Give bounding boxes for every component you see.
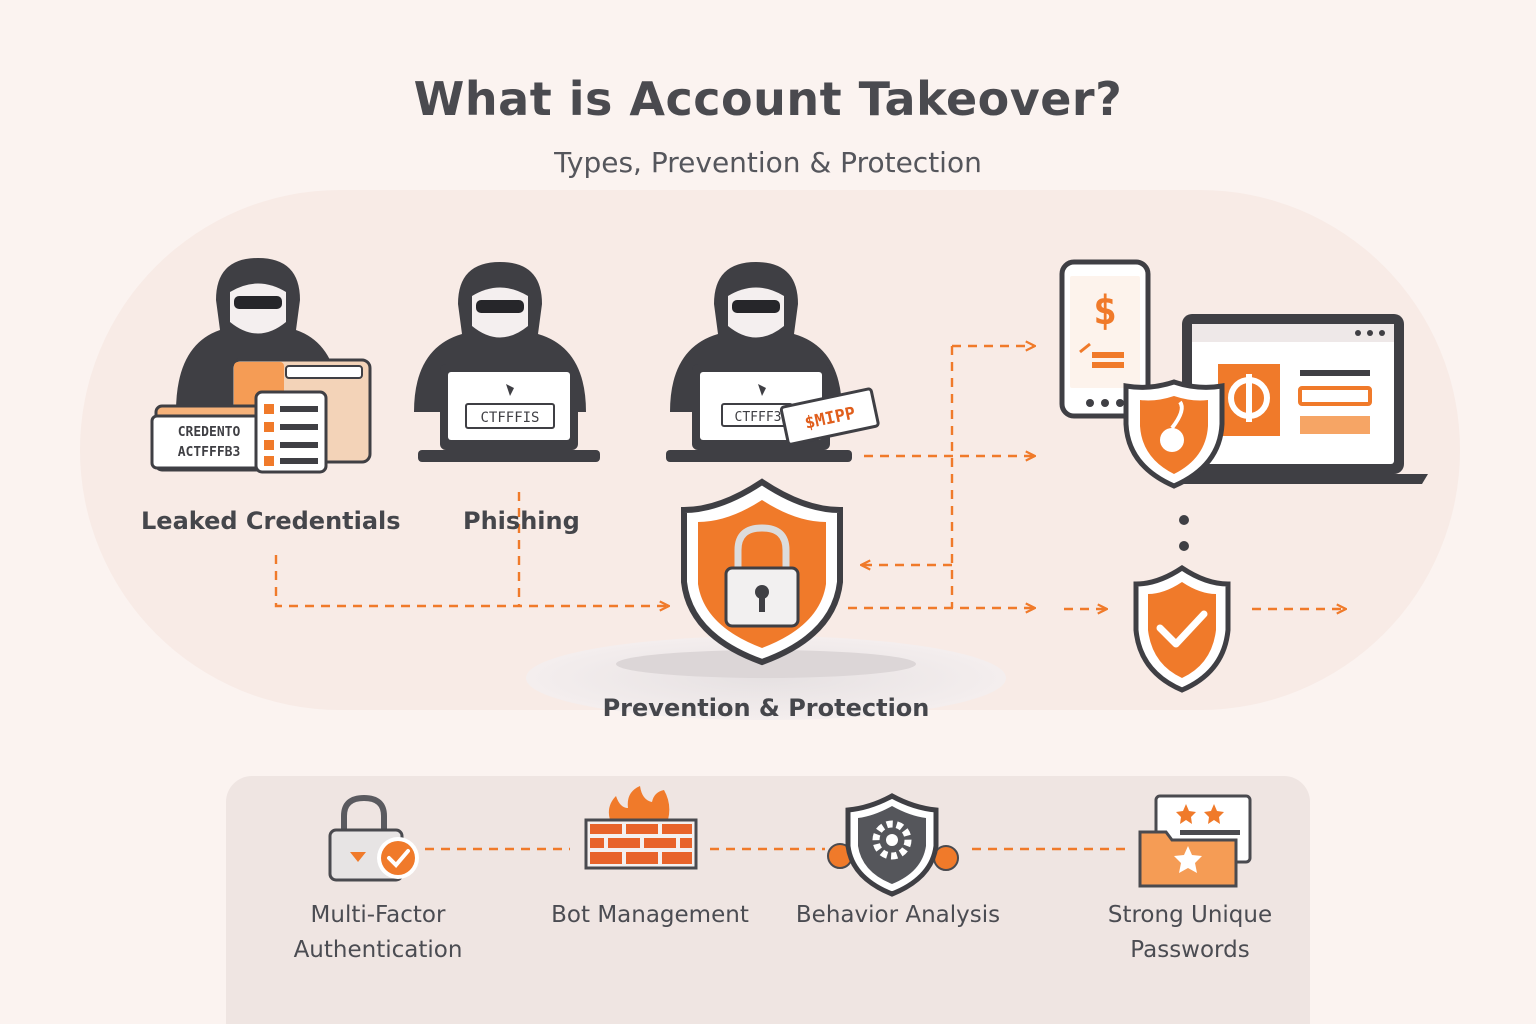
laptop-device [1168, 314, 1428, 484]
label-phishing: Phishing [463, 507, 580, 535]
prevention-methods-panel [226, 776, 1310, 1024]
method-behavior-label: Behavior Analysis [780, 898, 1016, 933]
hacker3-screen-text: CTFFF3 [735, 410, 782, 425]
method-mfa-label: Multi-Factor Authentication [268, 898, 488, 968]
method-mfa-line1: Multi-Factor [310, 902, 446, 928]
behavior-shield-gear-icon [827, 793, 959, 897]
password-folder-icon [1138, 794, 1252, 888]
phishing-screen-text: CTFFFIS [480, 410, 539, 426]
phone-dollar-symbol: $ [1093, 288, 1117, 334]
verified-check-shield [1133, 564, 1231, 693]
method-mfa-line2: Authentication [293, 937, 463, 963]
method-passwords-line1: Strong Unique [1107, 902, 1273, 928]
method-behavior-line1: Behavior Analysis [795, 902, 1001, 928]
method-passwords-line2: Passwords [1130, 937, 1250, 963]
credential-card-line2: ACTFFFB3 [178, 445, 241, 460]
firewall-icon [584, 786, 698, 870]
center-lock-shield [526, 478, 1006, 720]
page-subtitle: Types, Prevention & Protection [554, 146, 982, 179]
method-bot-label: Bot Management [530, 898, 770, 933]
method-bot-line1: Bot Management [551, 902, 749, 928]
device-shield [1123, 379, 1225, 489]
hacker-leaked-credentials: CREDENTO ACTFFFB3 [150, 258, 372, 474]
method-passwords-label: Strong Unique Passwords [1080, 898, 1300, 968]
label-prevention-protection: Prevention & Protection [602, 694, 930, 722]
mfa-padlock-icon [328, 794, 419, 882]
connector-dots [1179, 515, 1189, 551]
connector-leaked-to-center [274, 555, 668, 606]
hacker-payment-fraud: CTFFF3 $MIPP [666, 262, 880, 462]
label-leaked-credentials: Leaked Credentials [141, 507, 401, 535]
page-title: What is Account Takeover? [413, 72, 1123, 126]
phone-device: $ [1059, 259, 1151, 419]
hacker-phishing: CTFFFIS [414, 262, 600, 462]
flow-connectors [274, 346, 1345, 851]
credential-card-line1: CREDENTO [178, 425, 241, 440]
